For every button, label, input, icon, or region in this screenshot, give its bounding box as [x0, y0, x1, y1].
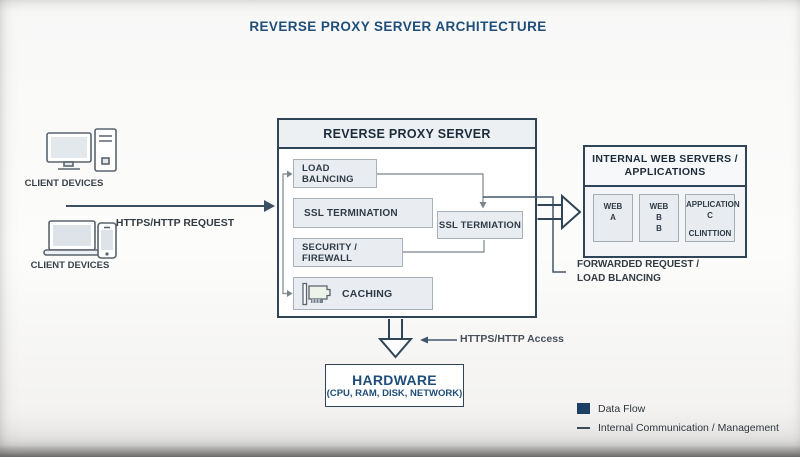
application-c-card: APPLICATION C CLINTTION: [685, 194, 740, 242]
desktop-monitor-icon: [46, 132, 92, 170]
client-devices-label-2: CLIENT DEVICES: [30, 260, 110, 271]
legend-data-flow-label: Data Flow: [598, 402, 646, 415]
internal-web-servers-box: INTERNAL WEB SERVERS / APPLICATIONS WEB …: [583, 145, 747, 258]
application-c-line2: C: [707, 210, 713, 220]
internal-web-servers-title: INTERNAL WEB SERVERS / APPLICATIONS: [585, 147, 745, 187]
hardware-box: HARDWARE (CPU, RAM, DISK, NETWORK): [325, 364, 464, 407]
pc-tower-icon: [94, 128, 117, 172]
application-c-line1: APPLICATION: [686, 200, 740, 209]
legend-internal-comm-label: Internal Communication / Management: [598, 421, 779, 434]
web-server-b-card: WEB B B: [639, 194, 679, 242]
page-title: REVERSE PROXY SERVER ARCHITECTURE: [249, 19, 547, 34]
internal-title-line1: INTERNAL WEB SERVERS /: [592, 152, 738, 165]
legend-line-icon: [577, 426, 590, 429]
web-a-line1: WEB: [603, 202, 623, 211]
forwarded-request-label: FORWARDED REQUEST / LOAD BLANCING: [577, 258, 737, 285]
reverse-proxy-server-box: REVERSE PROXY SERVER LOAD BALNCING SSL T…: [277, 118, 537, 318]
application-c-line3: CLINTTION: [688, 228, 732, 238]
internal-title-line2: APPLICATIONS: [624, 166, 706, 178]
web-b-line2: B: [656, 212, 662, 222]
reverse-proxy-server-title: REVERSE PROXY SERVER: [279, 120, 535, 149]
https-request-label: HTTPS/HTTP REQUEST: [115, 217, 235, 229]
hollow-double-right-arrow-icon: [537, 193, 582, 231]
hollow-double-down-arrow-icon: [377, 319, 414, 359]
web-b-line3: B: [656, 223, 662, 233]
https-access-label: HTTPS/HTTP Access: [460, 333, 564, 345]
forwarded-request-line1: FORWARDED REQUEST /: [577, 259, 700, 270]
legend-row-data-flow: Data Flow: [577, 401, 779, 416]
ssl-termination-module: SSL TERMINATION: [293, 198, 433, 228]
security-firewall-module: SECURITY / FIREWALL: [293, 238, 403, 267]
caching-module: CACHING: [293, 277, 433, 310]
forwarded-request-line2: LOAD BLANCING: [577, 272, 661, 284]
internal-web-servers-body: WEB A WEB B B APPLICATION C CLINTTION: [585, 187, 745, 249]
legend: Data Flow Internal Communication / Manag…: [577, 401, 779, 435]
ssl-termination-side-module: SSL TERMIATION: [437, 211, 523, 239]
legend-row-internal-comm: Internal Communication / Management: [577, 420, 779, 435]
web-b-line1: WEB: [649, 202, 669, 211]
laptop-icon: [43, 220, 101, 256]
https-request-arrow: [66, 200, 275, 212]
web-a-line2: A: [610, 212, 616, 222]
hardware-title: HARDWARE: [352, 372, 437, 388]
caching-label: CACHING: [342, 287, 393, 300]
bottom-shadow-band: [0, 445, 800, 457]
https-access-arrow: [420, 336, 457, 344]
legend-square-icon: [577, 403, 590, 414]
memory-card-icon: [302, 282, 331, 305]
web-server-a-card: WEB A: [593, 194, 633, 242]
load-balancing-module: LOAD BALNCING: [293, 159, 377, 188]
hardware-subtitle: (CPU, RAM, DISK, NETWORK): [326, 388, 463, 399]
client-devices-label-1: CLIENT DEVICES: [24, 178, 104, 189]
